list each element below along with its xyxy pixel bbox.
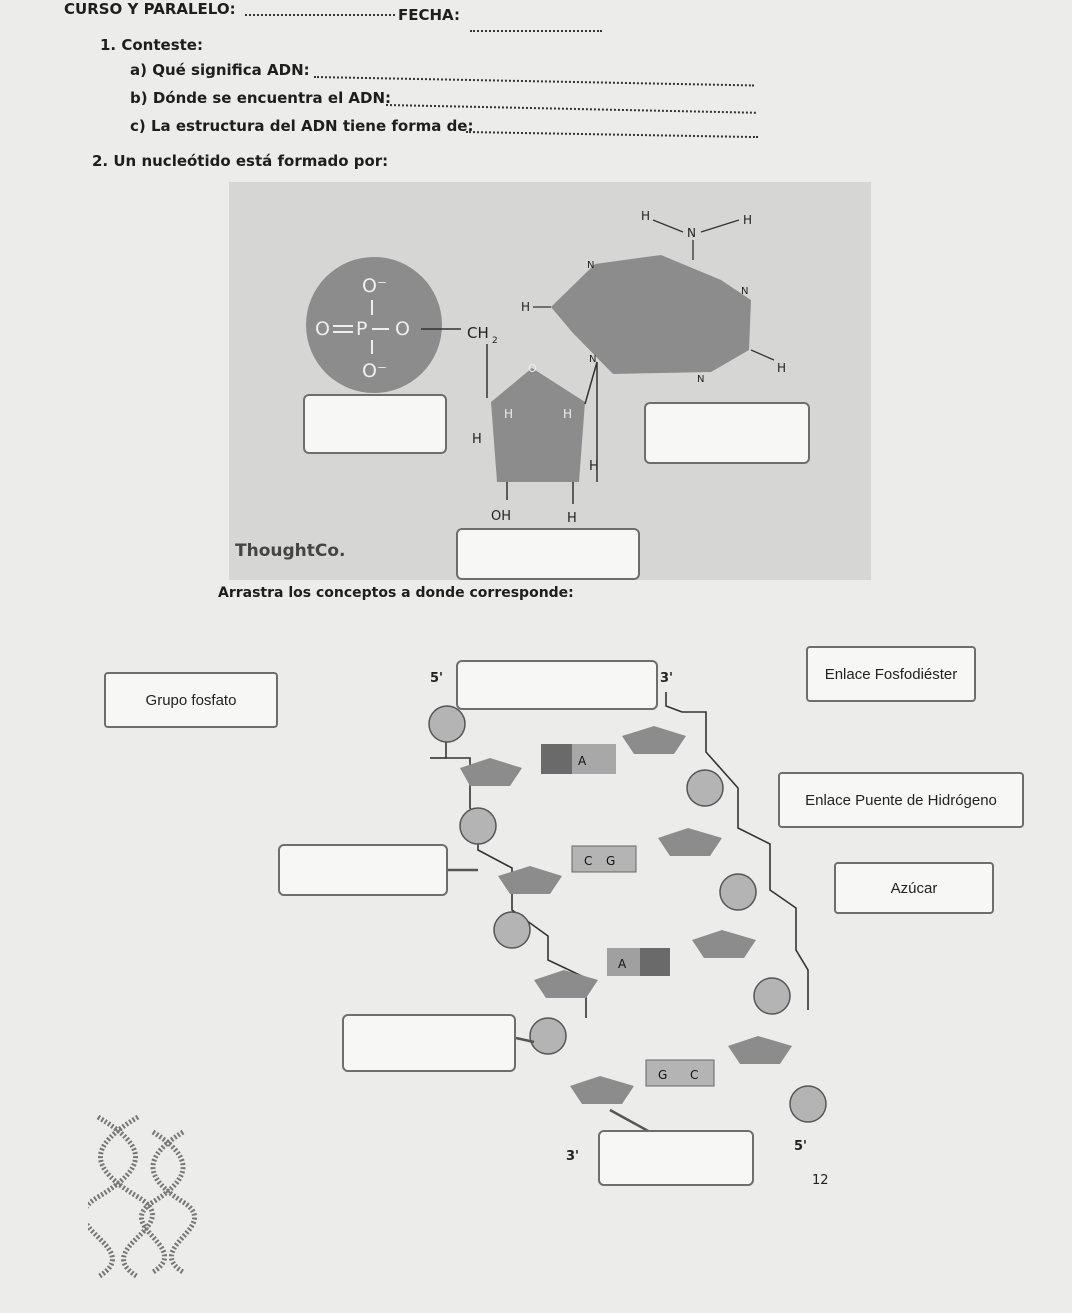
phosphate-circle-right-2: [719, 873, 757, 911]
sugar-left-1: [460, 758, 522, 786]
drop-zone-dna-left-1[interactable]: [278, 844, 448, 896]
nucleotide-figure: O⁻ O P O O⁻ CH 2 O H H H H OH H H N H: [229, 182, 871, 580]
base-n3: N: [589, 354, 596, 365]
base-pair-1-right-label: A: [578, 754, 587, 768]
base-pair-2: [571, 845, 637, 873]
sugar-right-1: [622, 726, 686, 754]
drop-zone-base[interactable]: [644, 402, 810, 464]
question-a-answer-line[interactable]: [313, 76, 754, 87]
phosphate-circle-left-3: [493, 911, 531, 949]
phosphate-circle-right-4: [789, 1085, 827, 1123]
phosphate-o-top: O⁻: [362, 275, 387, 297]
sugar-h2: H: [563, 407, 572, 421]
base-n2: N: [741, 286, 748, 297]
course-answer-line[interactable]: [245, 14, 395, 16]
sugar-h4: H: [589, 459, 599, 474]
concept-chip-grupo-fosfato[interactable]: Grupo fosfato: [104, 672, 278, 728]
sugar-right-3: [692, 930, 756, 958]
question-c-label: c) La estructura del ADN tiene forma de:: [130, 117, 474, 135]
nucleotide-drawing: O⁻ O P O O⁻ CH 2 O H H H H OH H H N H: [235, 209, 786, 561]
sugar-h3: H: [472, 432, 482, 447]
concept-chip-azucar[interactable]: Azúcar: [834, 862, 994, 914]
question-b-label: b) Dónde se encuentra el ADN:: [130, 89, 392, 107]
concept-chip-enlace-puente-hidrogeno[interactable]: Enlace Puente de Hidrógeno: [778, 772, 1024, 828]
concept-chip-enlace-fosfodiester[interactable]: Enlace Fosfodiéster: [806, 646, 976, 702]
question-c-answer-line[interactable]: [465, 131, 758, 139]
page-number: 12: [812, 1173, 829, 1188]
sugar-left-3: [534, 970, 598, 998]
drop-zone-phosphate[interactable]: [303, 394, 447, 454]
base-h-right: H: [743, 213, 752, 227]
phosphate-o-left: O: [315, 318, 330, 340]
sugar-h1: H: [504, 407, 513, 421]
sugar-left-2: [498, 866, 562, 894]
base-n4: N: [697, 374, 704, 385]
end-label-3-bottom-left: 3': [566, 1149, 579, 1164]
phosphate-circle: [306, 257, 442, 393]
drop-zone-dna-left-2[interactable]: [342, 1014, 516, 1072]
base-pair-2-right-label: G: [606, 854, 615, 868]
drop-zone-dna-top[interactable]: [456, 660, 658, 710]
base-pair-1-right: [572, 744, 616, 774]
phosphate-circle-left-1: [428, 705, 466, 743]
end-label-5-bottom-right: 5': [794, 1139, 807, 1154]
base-pair-2-left-label: C: [584, 854, 592, 868]
base-n1: N: [587, 260, 594, 271]
phosphate-circle-left-2: [459, 807, 497, 845]
base-pair-4-left-label: G: [658, 1068, 667, 1082]
base-pair-4: [645, 1059, 715, 1087]
end-label-5-top-left: 5': [430, 671, 443, 686]
sugar-pentagon: [491, 368, 585, 482]
arrow-left-2: [515, 1036, 535, 1044]
ch2-subscript: 2: [492, 336, 498, 346]
phosphate-o-bottom: O⁻: [362, 360, 387, 382]
section1-title: 1. Conteste:: [100, 36, 203, 54]
sugar-right-2: [658, 828, 722, 856]
arrow-bottom: [609, 1108, 651, 1134]
sugar-o: O: [528, 362, 537, 375]
base-pair-3-left: [607, 948, 643, 976]
base-pair-4-right-label: C: [690, 1068, 698, 1082]
base-shape: [551, 255, 751, 374]
drag-instruction: Arrastra los conceptos a donde correspon…: [218, 585, 574, 601]
sugar-left-4: [570, 1076, 634, 1104]
sugar-oh: OH: [491, 509, 511, 524]
question-a-label: a) Qué significa ADN:: [130, 61, 310, 79]
sugar-h5: H: [567, 511, 577, 526]
base-h-left: H: [641, 209, 650, 223]
phosphate-circle-left-4: [529, 1017, 567, 1055]
drop-zone-dna-bottom[interactable]: [598, 1130, 754, 1186]
thoughtco-watermark: ThoughtCo.: [235, 541, 346, 561]
drop-zone-sugar[interactable]: [456, 528, 640, 580]
section2-title: 2. Un nucleótido está formado por:: [92, 152, 389, 170]
date-answer-line[interactable]: [470, 30, 602, 32]
phosphate-circle-right-3: [753, 977, 791, 1015]
phosphate-p: P: [356, 318, 367, 340]
course-label: CURSO Y PARALELO:: [64, 0, 236, 18]
sugar-right-4: [728, 1036, 792, 1064]
question-b-answer-line[interactable]: [385, 104, 756, 114]
base-n-top: N: [687, 226, 696, 240]
ch2-label: CH: [467, 324, 489, 342]
base-pair-3-left-label: A: [618, 957, 627, 971]
end-label-3-top-right: 3': [660, 671, 673, 686]
base-pair-3-right: [640, 948, 670, 976]
dna-helix-decoration: [88, 1114, 197, 1280]
base-h-bottom: H: [777, 361, 786, 375]
dna-ladder-diagram: A C G A G C 5' 3' 3' 5' 12: [428, 671, 829, 1188]
phosphate-o-right: O: [395, 318, 410, 340]
date-label: FECHA:: [398, 6, 460, 24]
base-h-side: H: [521, 300, 530, 314]
phosphate-circle-right-1: [686, 769, 724, 807]
